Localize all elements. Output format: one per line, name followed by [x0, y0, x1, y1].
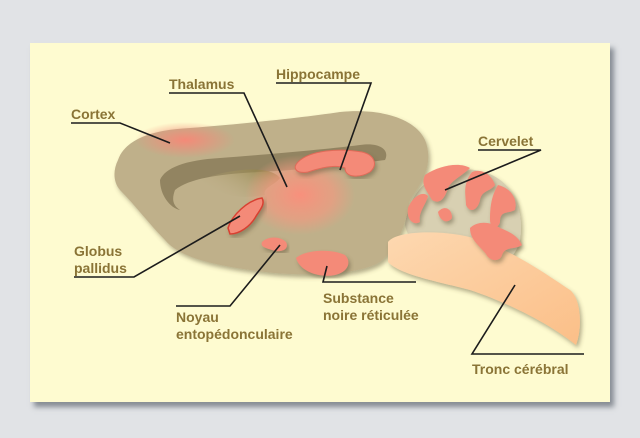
label-globus-line2: pallidus — [74, 260, 127, 276]
thalamus-region — [245, 155, 355, 235]
globus-pallidus-region — [227, 197, 264, 235]
label-noyau-line2: entopédonculaire — [176, 326, 293, 342]
label-thalamus: Thalamus — [169, 76, 235, 92]
cerebellum-folia — [407, 164, 522, 261]
cortex-region — [135, 122, 235, 158]
label-noyau-line1: Noyau — [176, 309, 219, 325]
label-substance-line2: noire réticulée — [323, 307, 419, 323]
label-globus-line1: Globus — [74, 243, 122, 259]
brainstem — [388, 232, 580, 345]
hippocampus-region — [294, 149, 375, 177]
label-cortex: Cortex — [71, 106, 116, 122]
label-substance-line1: Substance — [323, 290, 394, 306]
label-tronc: Tronc cérébral — [472, 361, 569, 377]
label-hippocampe: Hippocampe — [276, 66, 360, 82]
leader-lines — [71, 82, 584, 355]
entopeduncular-region — [261, 237, 287, 252]
label-cervelet: Cervelet — [478, 133, 534, 149]
substantia-nigra-region — [296, 250, 349, 276]
